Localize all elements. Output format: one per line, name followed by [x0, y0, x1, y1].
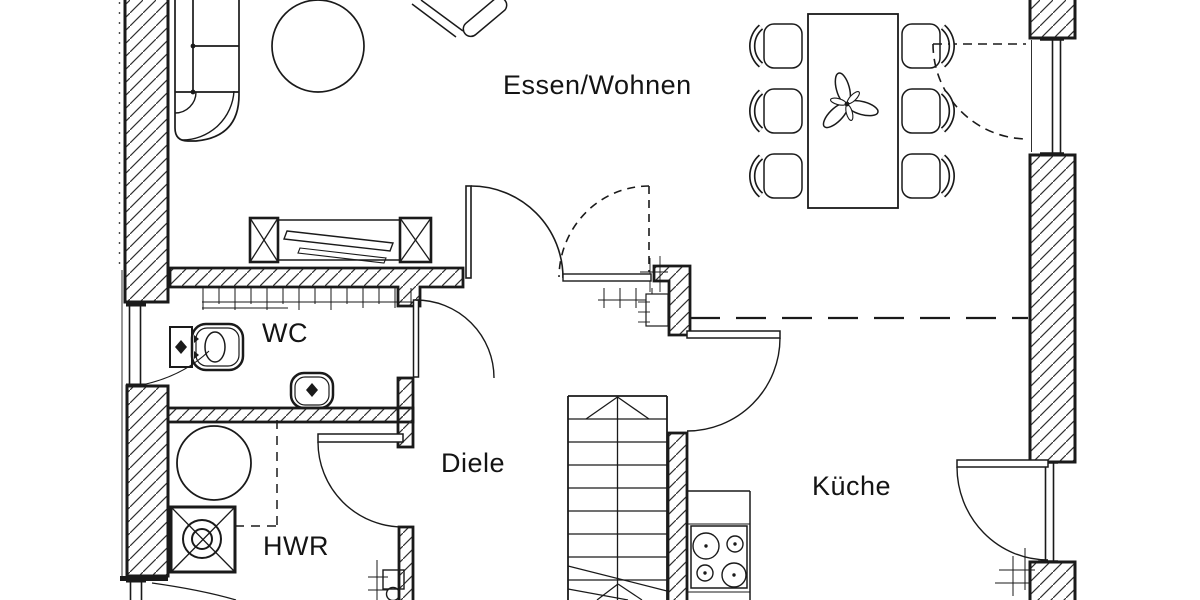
dining-chair-icon [749, 88, 803, 134]
sofa-icon [174, 0, 240, 142]
cooktop-icon [690, 525, 748, 589]
round-rug-icon [271, 0, 365, 93]
plant-icon [822, 72, 879, 129]
dining-chair-icon [901, 23, 955, 69]
wall-wc-top [168, 266, 465, 308]
window-wc-icon [126, 303, 210, 387]
washing-machine-icon [176, 425, 252, 501]
ticks-kitchen-corner [598, 256, 669, 327]
staircase-icon [567, 395, 668, 600]
kitchen-counter [688, 490, 751, 600]
wall-wc-hwr [166, 406, 415, 424]
dining-chair-icon [749, 23, 803, 69]
floor-drain-icon [169, 505, 237, 574]
door-kueche-right [956, 459, 1049, 561]
toilet-icon [169, 322, 245, 372]
outer-wall-left [118, 0, 170, 581]
dining-chair-icon [901, 88, 955, 134]
door-hwr [317, 433, 404, 528]
room-label-hwr: HWR [263, 531, 329, 561]
outer-wall-right [1028, 0, 1077, 600]
dining-chair-icon [901, 153, 955, 199]
room-label-wc: WC [262, 318, 308, 348]
double-door-living [465, 185, 652, 282]
door-wc [412, 299, 495, 379]
installation-ticks-wc [202, 288, 416, 310]
wall-diele-west [396, 376, 415, 600]
corner-wall-kitchen [652, 264, 692, 337]
wall-stairs-kitchen [666, 431, 689, 600]
ceiling-dashed-hwr [235, 420, 278, 527]
window-hwr-bottom-icon [126, 579, 237, 600]
door-kueche [686, 330, 781, 432]
armchair-icon [411, 0, 508, 38]
washbasin-icon [289, 371, 335, 410]
dining-chairs-left [749, 23, 803, 199]
room-label-kueche: Küche [812, 471, 891, 501]
terrace-window-frame-icon [1031, 38, 1064, 155]
dining-chairs-right [901, 23, 955, 199]
room-label-essen-wohnen: Essen/Wohnen [503, 70, 692, 100]
room-label-diele: Diele [441, 448, 505, 478]
radiator-fixture-icon [368, 560, 405, 600]
tv-sideboard-icon [248, 216, 433, 264]
dining-chair-icon [749, 153, 803, 199]
drain-ticks-right-wall [995, 548, 1035, 596]
